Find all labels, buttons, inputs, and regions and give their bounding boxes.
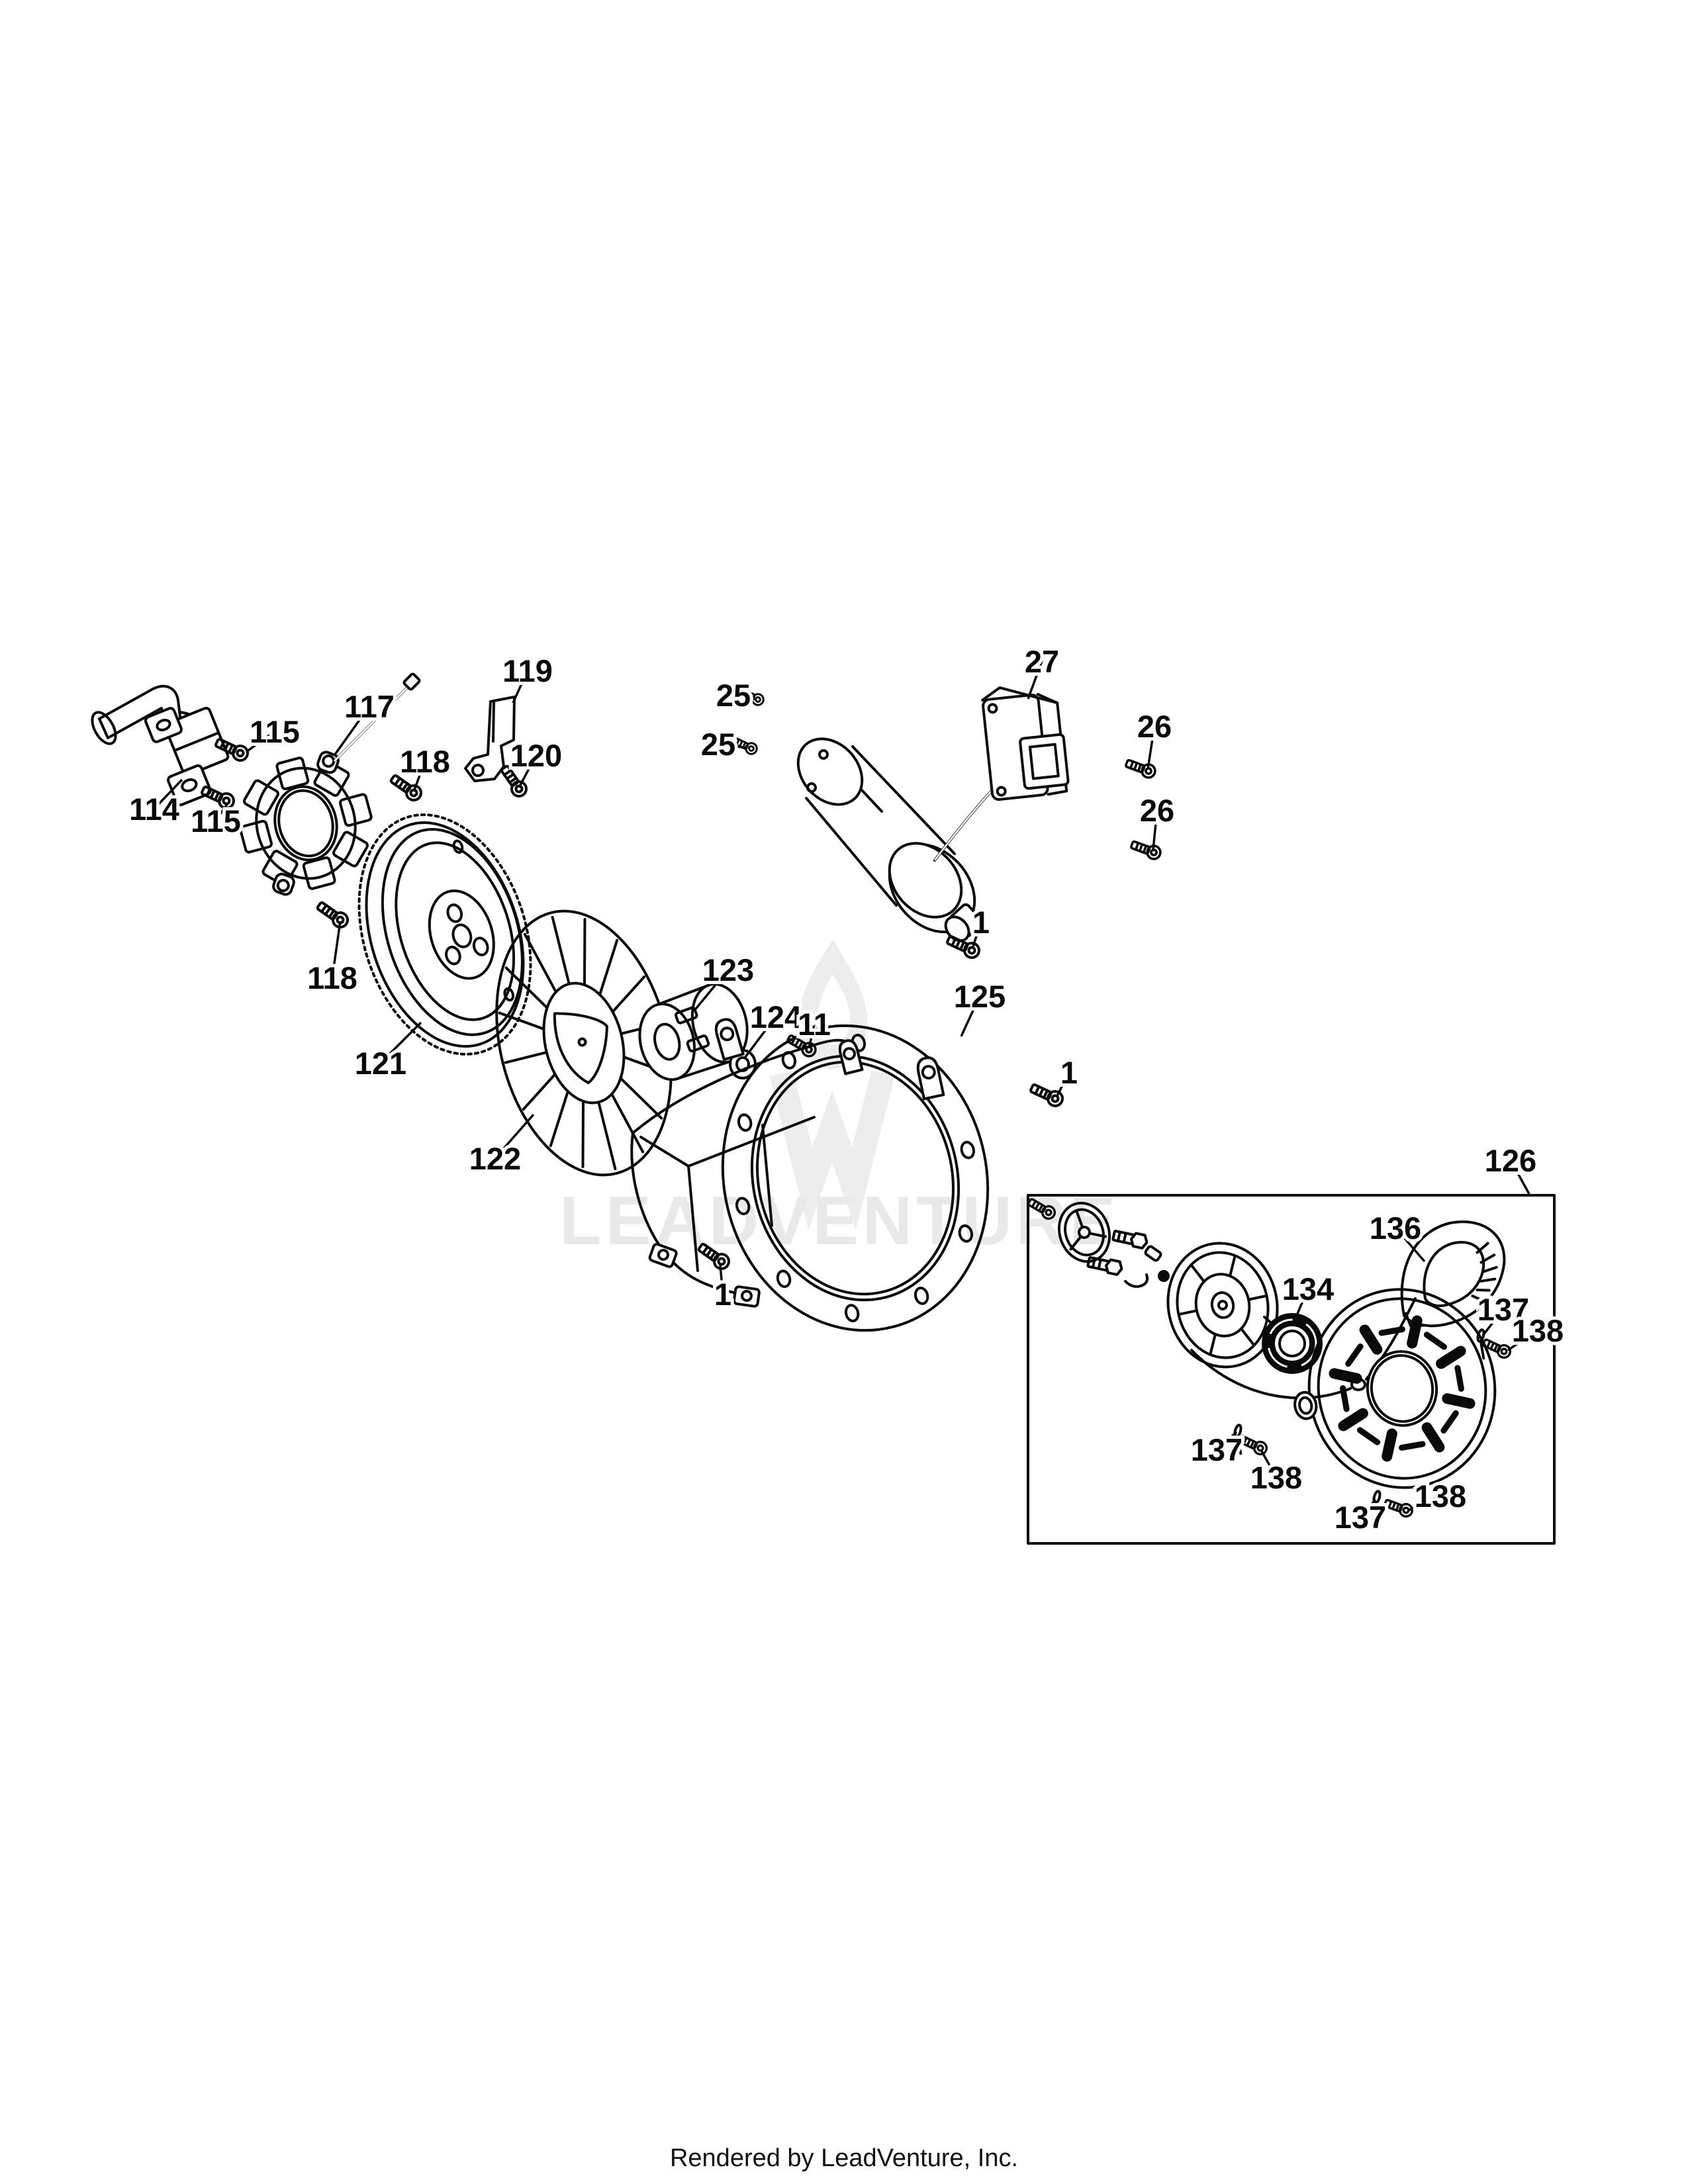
svg-text:138: 138 [1415,1479,1466,1514]
screw-1-b [1027,1079,1066,1110]
svg-text:134: 134 [1282,1271,1334,1306]
callout-115-1: 115 [245,711,303,753]
starter-relay [981,686,1070,801]
svg-text:125: 125 [954,979,1006,1014]
svg-text:1: 1 [714,1277,731,1312]
kill-switch-wire [333,672,421,762]
callout-122-14: 122 [466,1113,535,1179]
svg-text:27: 27 [1025,644,1059,679]
fasteners [199,685,1514,1522]
callout-125-18: 125 [951,976,1009,1037]
callout-118-5: 118 [304,921,361,999]
recoil-hardware [1086,1227,1170,1288]
svg-text:118: 118 [400,744,450,779]
callout-134-24: 134 [1279,1268,1337,1319]
w-logo-icon [769,1070,895,1230]
blower-housing [630,1018,990,1332]
svg-text:1: 1 [1060,1055,1078,1090]
footer-credit: Rendered by LeadVenture, Inc. [669,2144,1019,2172]
callout-114-0: 114 [126,778,183,830]
callout-137-27: 137 [1188,1429,1246,1471]
recoil-spring [1262,1313,1323,1374]
svg-text:137: 137 [1335,1500,1386,1535]
svg-text:117: 117 [344,689,395,724]
callout-27-10: 27 [1021,641,1062,700]
cooling-fan [495,909,673,1177]
screw-26-a [1123,755,1158,781]
svg-text:115: 115 [191,803,241,839]
watermark-text: LEADVENTURE [559,1183,1119,1259]
bracket-119 [464,696,516,782]
callout-124-16: 124 [744,996,805,1058]
callout-25-9: 25 [698,723,747,765]
screw-26-b [1128,837,1164,862]
screw-138-c [1382,1496,1415,1520]
svg-text:137: 137 [1191,1432,1243,1467]
callout-26-11: 26 [1134,705,1175,770]
callout-123-15: 123 [692,949,757,1013]
callout-115-2: 115 [187,800,244,842]
callout-26-12: 26 [1137,790,1178,850]
callout-11-17: 11 [794,1003,834,1046]
recoil-cover [1293,1288,1497,1489]
svg-text:138: 138 [1250,1460,1302,1495]
recoil-assembly-box [1027,1194,1556,1545]
callout-136-23: 136 [1366,1207,1426,1263]
svg-text:123: 123 [702,952,754,987]
flywheel [357,813,532,1056]
callout-1-21: 1 [711,1265,735,1315]
screw-118-b [313,897,352,932]
callout-126-22: 126 [1481,1140,1540,1195]
svg-text:26: 26 [1137,709,1172,744]
friction-plate [1057,1201,1111,1263]
callout-137-25: 137 [1474,1289,1532,1337]
callout-137-29: 137 [1331,1496,1389,1538]
callout-138-28: 138 [1247,1451,1305,1498]
svg-text:114: 114 [129,792,179,827]
callout-118-4: 118 [397,741,453,792]
svg-text:25: 25 [716,678,751,713]
diagram-line-art [91,672,1556,1545]
svg-text:124: 124 [750,999,802,1034]
svg-text:118: 118 [307,960,357,995]
svg-text:136: 136 [1370,1210,1421,1246]
leadventure-watermark: LEADVENTURE [559,940,1119,1259]
callout-120-7: 120 [507,735,565,788]
callout-1-20: 1 [1055,1052,1081,1098]
svg-text:137: 137 [1477,1292,1529,1327]
stator [239,751,373,896]
svg-text:119: 119 [502,653,553,688]
callout-121-13: 121 [352,1021,422,1084]
svg-text:25: 25 [701,727,735,762]
callout-138-26: 138 [1507,1310,1567,1351]
svg-text:122: 122 [469,1141,521,1176]
svg-text:121: 121 [355,1046,406,1081]
svg-text:120: 120 [510,738,562,773]
svg-text:126: 126 [1485,1143,1536,1178]
svg-text:11: 11 [798,1007,831,1042]
callout-138-30: 138 [1408,1475,1470,1517]
callout-117-3: 117 [334,686,398,756]
svg-text:1: 1 [972,905,990,940]
svg-text:138: 138 [1512,1313,1564,1348]
starter-cup [638,983,749,1081]
recoil-pulley [1166,1242,1279,1369]
callout-25-8: 25 [713,674,755,716]
svg-text:26: 26 [1140,793,1174,828]
ignition-coil [144,706,230,807]
callout-layer: 1141151151171181181191202525272626121122… [126,641,1567,1538]
svg-text:115: 115 [250,714,300,749]
electric-starter-motor [796,737,998,942]
callout-119-6: 119 [499,650,556,704]
callout-1-19: 1 [969,901,993,947]
